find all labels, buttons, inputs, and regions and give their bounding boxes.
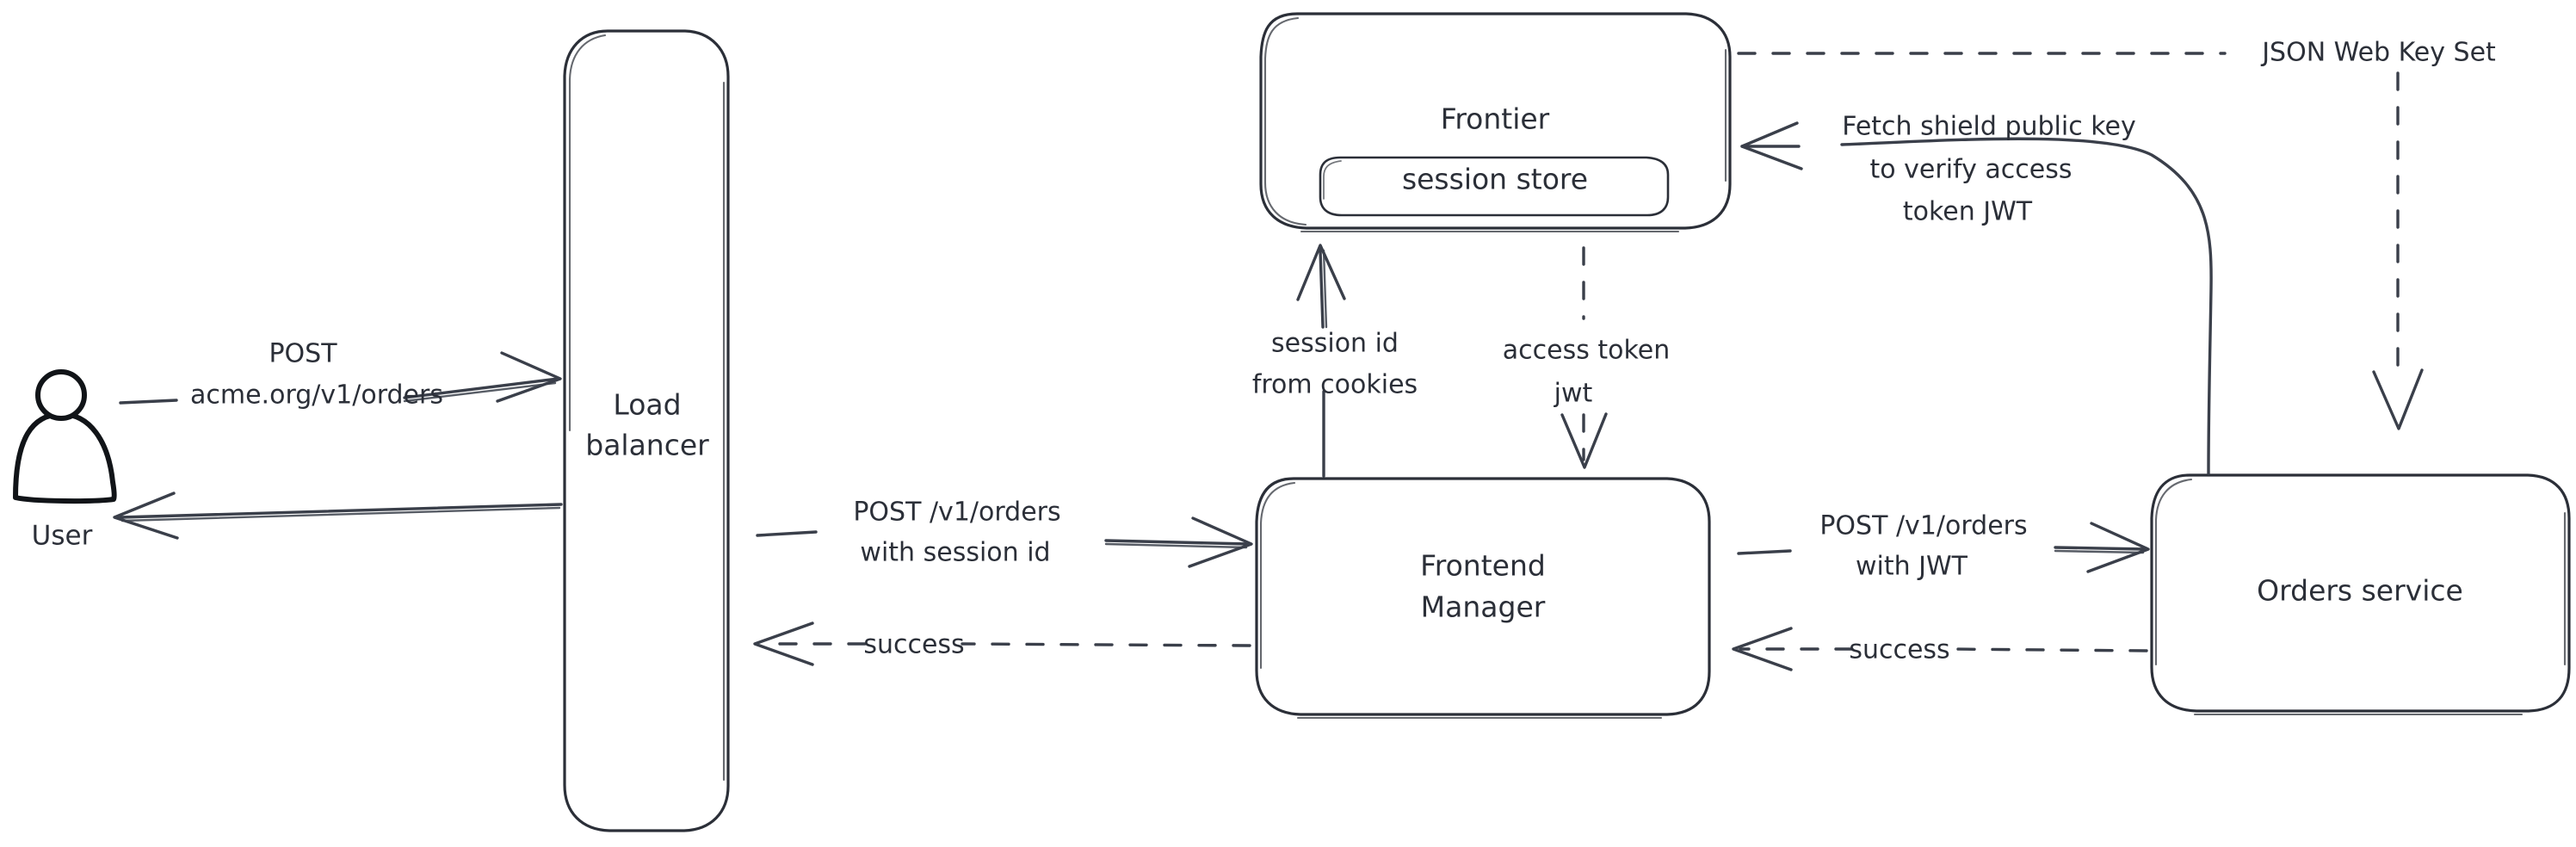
edge-orders-to-frontier (1740, 121, 2213, 475)
edge-fm-to-frontier-label-line1: session id (1271, 329, 1399, 359)
edge-fm-to-lb-success-label: success (863, 630, 964, 660)
orders-service-label: Orders service (2257, 574, 2463, 608)
user-label: User (32, 521, 93, 552)
edge-fm-to-orders-label-line1: POST /v1/orders (1819, 511, 2027, 541)
edge-user-to-load-balancer (119, 351, 562, 405)
edge-orders-to-frontier-label-line1: Fetch shield public key (1842, 112, 2136, 142)
edge-orders-to-fm-success (1732, 627, 2148, 671)
edge-frontier-to-fm (1560, 246, 1608, 469)
frontier-label: Frontier (1441, 102, 1550, 136)
edge-fm-to-lb-success (753, 621, 1251, 666)
edge-orders-to-frontier-label-line3: token JWT (1903, 197, 2033, 227)
edge-lb-to-fm-label-line2: with session id (860, 538, 1050, 568)
frontend-manager-label-line2: Manager (1421, 590, 1546, 624)
edge-frontier-to-orders-label: JSON Web Key Set (2260, 38, 2496, 68)
load-balancer-label-line1: Load (613, 388, 681, 422)
edge-frontier-to-fm-label-line1: access token (1503, 336, 1671, 366)
session-store-node[interactable] (1319, 156, 1670, 217)
orders-service-node[interactable] (2150, 473, 2571, 716)
edge-fm-to-orders (1737, 522, 2150, 573)
frontend-manager-label-line1: Frontend (1420, 549, 1546, 583)
edge-lb-to-fm-label-line1: POST /v1/orders (853, 498, 1060, 528)
edge-frontier-to-orders (1737, 52, 2424, 430)
load-balancer-node[interactable] (563, 29, 730, 832)
edge-load-balancer-to-user (113, 492, 563, 540)
edge-fm-to-orders-label-line2: with JWT (1856, 552, 1968, 582)
edge-user-to-lb-label-line1: POST (269, 339, 337, 369)
edge-fm-to-frontier (1296, 244, 1346, 478)
load-balancer-label-line2: balancer (585, 429, 709, 462)
person-icon (13, 369, 117, 504)
frontend-manager-node[interactable] (1255, 477, 1711, 720)
session-store-label: session store (1402, 163, 1588, 196)
edge-frontier-to-fm-label-line2: jwt (1554, 379, 1593, 409)
edge-user-to-lb-label-line2: acme.org/v1/orders (190, 380, 443, 411)
edge-orders-to-frontier-label-line2: to verify access (1870, 155, 2073, 185)
edge-orders-to-fm-success-label: success (1849, 635, 1949, 665)
edge-fm-to-frontier-label-line2: from cookies (1252, 370, 1418, 400)
edge-lb-to-frontend-manager (756, 516, 1253, 568)
